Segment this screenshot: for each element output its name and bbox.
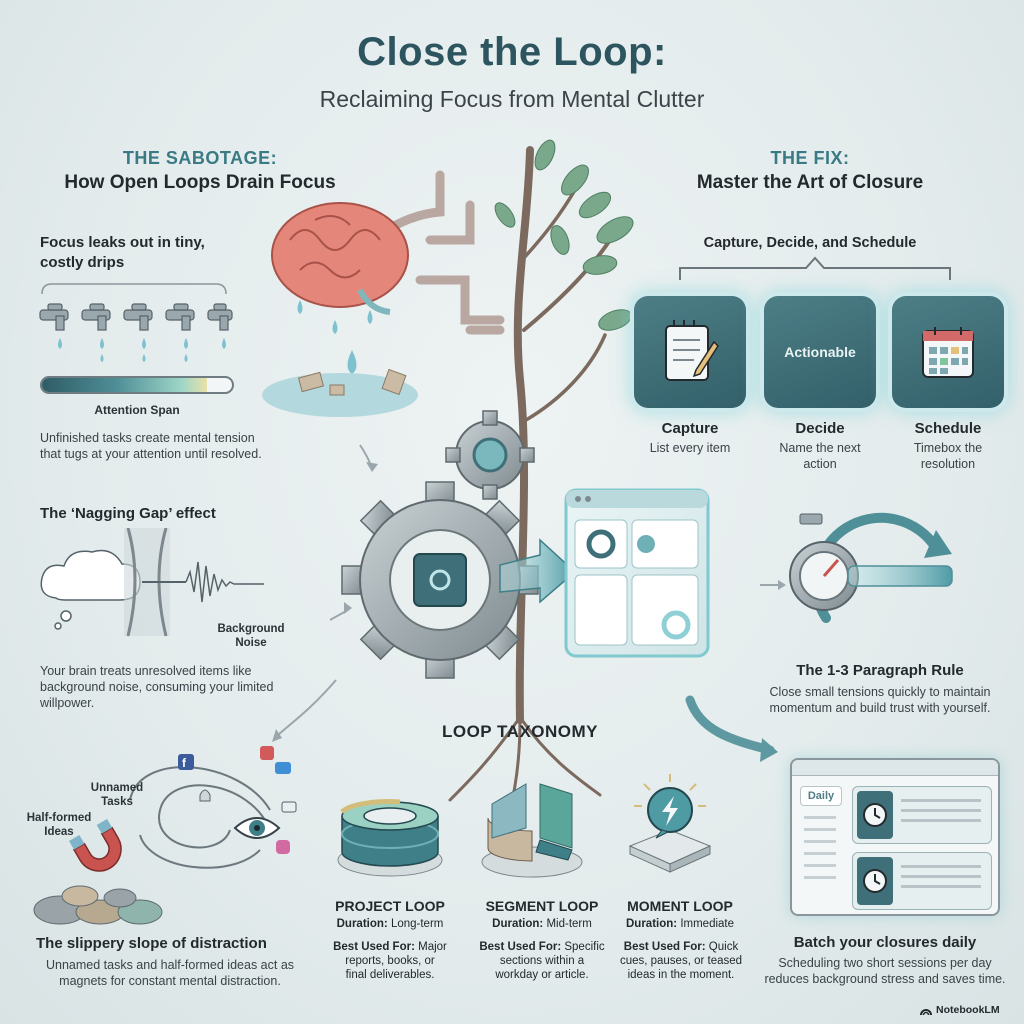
tension-text-line2: that tugs at your attention until resolv…	[40, 447, 262, 461]
page-subtitle: Reclaiming Focus from Mental Clutter	[319, 86, 705, 112]
notepad-pencil-icon	[665, 320, 719, 381]
batch-text-line2: reduces background stress and saves time…	[764, 972, 1006, 986]
taxonomy-heading: LOOP TAXONOMY	[441, 722, 599, 741]
schedule-card	[892, 296, 1004, 408]
attention-span-bar	[40, 376, 234, 394]
notebooklm-brand: NotebookLM	[920, 1002, 1016, 1018]
brain-drops-icon	[297, 300, 373, 374]
tension-text-line1: Unfinished tasks create mental tension	[40, 431, 255, 445]
moment-loop-duration: Duration: Immediate	[626, 918, 734, 930]
daily-window-titlebar	[792, 760, 998, 776]
schedule-label: Schedule	[914, 420, 982, 437]
clock-icon-2	[863, 869, 887, 893]
svg-text:f: f	[182, 756, 187, 770]
moment-loop-title: MOMENT LOOP	[627, 898, 733, 914]
distraction-vortex-illustration: f	[33, 746, 297, 925]
loop-icons	[337, 774, 712, 878]
schedule-desc-line1: Timebox the	[913, 441, 983, 455]
progress-band-icon	[847, 565, 953, 587]
social-icons: f	[178, 746, 297, 854]
stopwatch-illustration	[789, 512, 953, 623]
small-gear-icon	[445, 410, 535, 500]
steps-brace	[679, 256, 951, 280]
session-card-2	[852, 852, 992, 910]
process-arrow-icon	[499, 538, 577, 604]
debris-icon	[297, 368, 407, 396]
session-card-1	[852, 786, 992, 844]
segment-loop-title: SEGMENT LOOP	[485, 898, 599, 914]
decide-label: Decide	[795, 420, 845, 437]
attention-span-fill	[42, 378, 208, 392]
background-noise-label-line1: Background	[217, 623, 285, 635]
brand-text: NotebookLM	[936, 1004, 1000, 1016]
background-noise-label-line2: Noise	[235, 637, 267, 649]
capture-label: Capture	[661, 420, 719, 437]
dashboard-screen-icon	[564, 488, 710, 658]
moment-loop-icon	[628, 774, 712, 873]
magnet-icon	[69, 818, 122, 872]
batch-title: Batch your closures daily	[793, 934, 977, 951]
large-gear-icon	[341, 481, 539, 679]
project-loop-icon	[337, 799, 443, 877]
noise-text-line3: willpower.	[40, 696, 95, 710]
nagging-gap-illustration	[40, 528, 264, 637]
half-formed-line2: Ideas	[44, 826, 74, 838]
tree	[448, 146, 612, 812]
project-loop-duration: Duration: Long-term	[336, 918, 444, 930]
capture-card	[634, 296, 746, 408]
fix-kicker: THE FIX:	[770, 148, 850, 168]
rock-pile-icon	[33, 885, 163, 925]
brain-icon	[271, 202, 409, 315]
decide-desc-line1: Name the next	[779, 441, 861, 455]
notebooklm-logo-icon	[920, 1009, 932, 1016]
drips-title-line2: costly drips	[40, 254, 125, 271]
project-loop-title: PROJECT LOOP	[335, 898, 445, 914]
segment-loop-duration: Duration: Mid-term	[492, 918, 592, 930]
batch-text-line1: Scheduling two short sessions per day	[778, 956, 992, 970]
decide-card: Actionable	[764, 296, 876, 408]
teal-arrow-icon	[685, 695, 775, 755]
clock-icon-1	[863, 803, 887, 827]
page-title: Close the Loop:	[357, 30, 667, 74]
noise-text-line2: background noise, consuming your limited	[40, 680, 274, 694]
drips-title-line1: Focus leaks out in tiny,	[40, 234, 205, 251]
schedule-desc-line2: resolution	[920, 457, 976, 471]
segment-loop-icon	[481, 783, 583, 878]
daily-window: Daily	[790, 758, 1000, 916]
unnamed-tasks-line2: Tasks	[101, 796, 133, 808]
tree-leaves	[494, 139, 634, 331]
attention-span-label: Attention Span	[94, 403, 180, 417]
sabotage-kicker: THE SABOTAGE:	[122, 148, 278, 168]
decide-desc-line2: action	[803, 457, 837, 471]
actionable-text: Actionable	[784, 344, 856, 360]
slope-text-line2: magnets for constant mental distraction.	[59, 974, 281, 988]
slope-title: The slippery slope of distraction	[36, 935, 267, 952]
steps-heading: Capture, Decide, and Schedule	[703, 235, 917, 251]
nagging-gap-title: The ‘Nagging Gap’ effect	[40, 505, 216, 522]
arrowheads	[272, 462, 786, 742]
sabotage-heading: How Open Loops Drain Focus	[64, 172, 336, 193]
half-formed-line1: Half-formed	[26, 812, 92, 824]
noise-text-line1: Your brain treats unresolved items like	[40, 664, 252, 678]
rule-text-line2: momentum and build trust with yourself.	[769, 701, 991, 715]
slope-text-line1: Unnamed tasks and half-formed ideas act …	[45, 958, 295, 972]
faucets-icon	[39, 283, 233, 362]
eye-icon	[233, 817, 281, 839]
fix-heading: Master the Art of Closure	[696, 172, 924, 193]
rule-title: The 1-3 Paragraph Rule	[796, 662, 964, 679]
capture-desc: List every item	[649, 441, 731, 455]
daily-tab[interactable]: Daily	[800, 786, 842, 806]
calendar-icon	[922, 327, 974, 378]
daily-sidebar-lines	[804, 816, 836, 886]
stopwatch-icon	[789, 513, 859, 611]
rule-text-line1: Close small tensions quickly to maintain	[769, 685, 991, 699]
unnamed-tasks-line1: Unnamed	[90, 782, 144, 794]
thought-cloud-icon	[40, 549, 141, 630]
